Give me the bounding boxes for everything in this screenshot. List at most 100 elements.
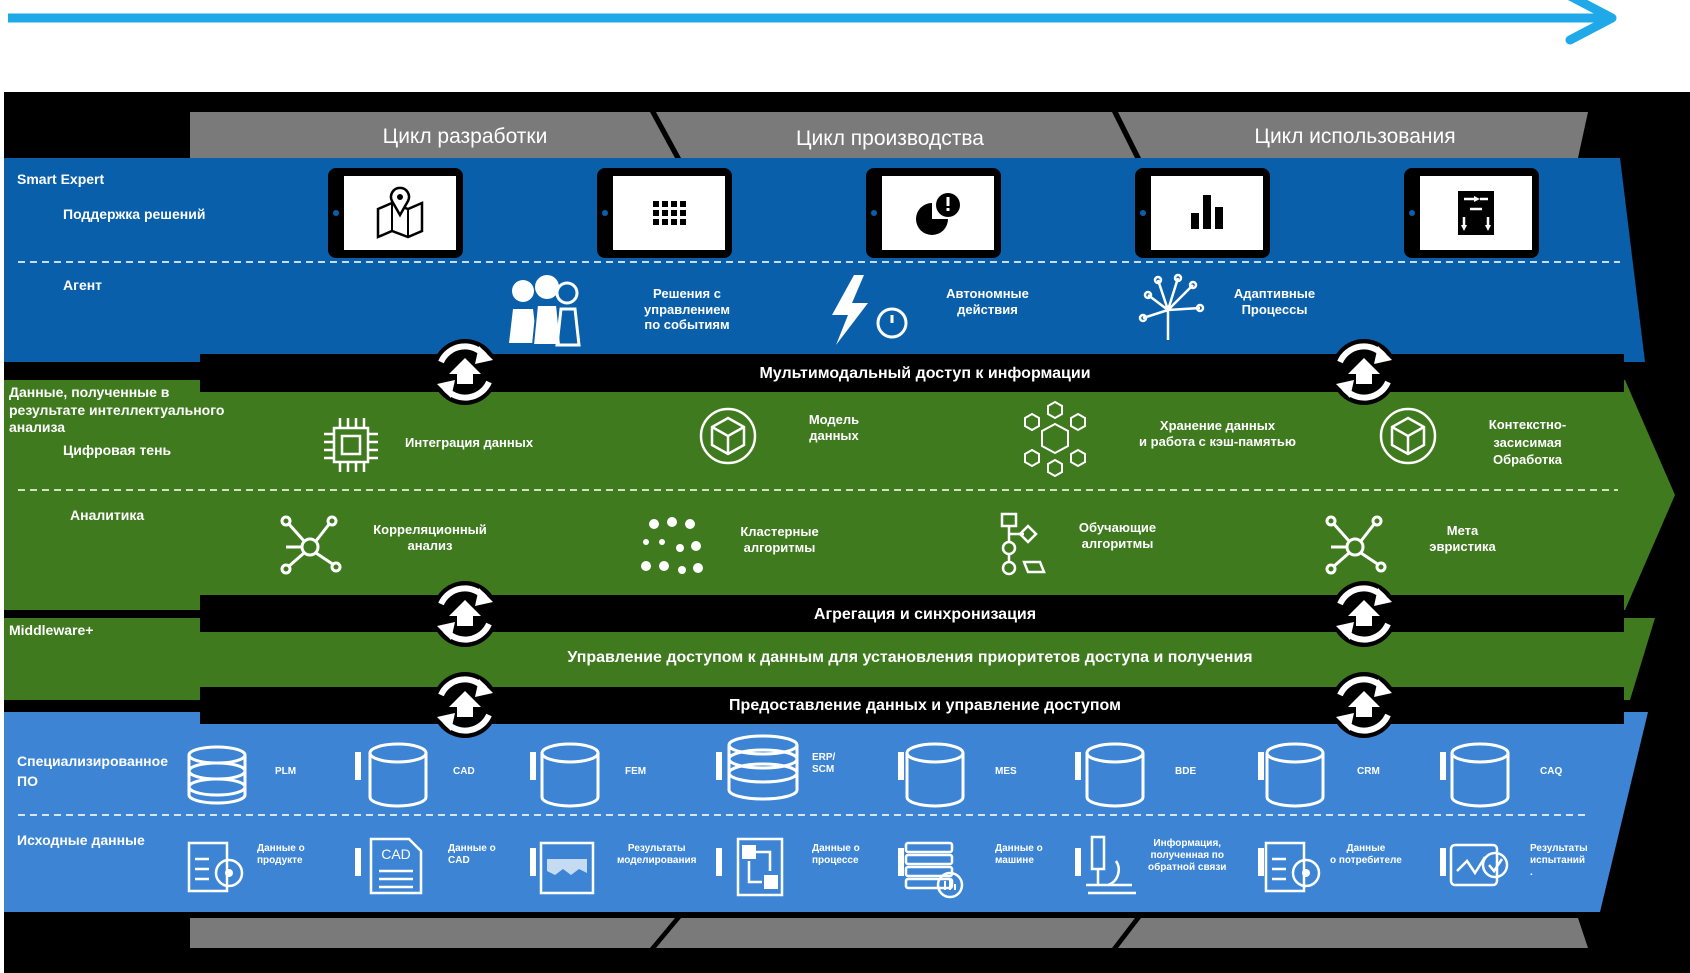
separator-bar [1075, 752, 1081, 780]
network-icon [280, 515, 342, 575]
agent-item-label-adaptive: Адаптивные Процессы [1233, 286, 1316, 317]
map-pin-icon [376, 186, 424, 239]
network-icon [1325, 515, 1387, 575]
intelligence-title: Данные, полученные в результате интеллек… [9, 384, 225, 435]
database-icon [1085, 742, 1145, 808]
phase-tab-usage [1118, 112, 1588, 158]
system-label: CAQ [1540, 766, 1563, 777]
phase-label-usage: Цикл использования [1254, 125, 1456, 148]
process-icon [736, 837, 784, 897]
source-data-label: Данные о продукте [257, 843, 305, 866]
test-results-icon [1449, 843, 1509, 887]
cube-network-icon [1024, 400, 1086, 478]
system-label: CAD [453, 766, 475, 777]
product-doc-icon [187, 841, 244, 893]
cube-icon [1379, 407, 1437, 465]
intelligence-item-label-context: Контекстно- засисимая Обработка [1488, 417, 1567, 468]
middleware-band [4, 618, 1655, 700]
chip-icon [324, 418, 378, 472]
cad-doc-icon: CAD [369, 837, 423, 895]
system-label: ERP/ SCM [812, 752, 836, 775]
intelligence-item-label-data-model: Модель данных [808, 412, 860, 443]
system-label: FEM [625, 766, 647, 777]
aggregation-bar-label: Агрегация и синхронизация [813, 606, 1037, 623]
system-label: CRM [1357, 766, 1380, 777]
source-data-label: Результаты моделирования [617, 843, 697, 866]
flow-blocks-icon [1458, 191, 1494, 235]
pie-alert-icon [916, 193, 960, 235]
flowchart-icon [1000, 512, 1046, 576]
smart-expert-band [4, 158, 1645, 362]
tablet-device [866, 168, 1001, 258]
source-data-label: Данные о машине [995, 843, 1043, 866]
specialized-title: Специализированное ПО [17, 753, 168, 789]
source-data-label: Данные о CAD [448, 843, 496, 866]
phase-label-production: Цикл производства [796, 127, 984, 150]
sync-cycle-icon [1331, 339, 1397, 405]
dots-cluster-icon [641, 517, 703, 574]
separator-bar [898, 752, 904, 780]
middleware-title: Middleware+ [9, 622, 94, 638]
source-data-label: Данные о потребителе [1330, 843, 1402, 866]
tablet-device [1404, 168, 1539, 258]
database-stack-icon [727, 734, 799, 801]
tablet-device [597, 168, 732, 258]
timeline-arrow [8, 0, 1617, 45]
analytics-label: Аналитика [70, 507, 145, 523]
phase-tab-production [656, 112, 1135, 158]
source-data-title: Исходные данные [17, 832, 145, 848]
server-icon [904, 841, 964, 899]
bottom-tab-1 [190, 918, 675, 948]
system-label: MES [995, 766, 1017, 777]
decision-support-label: Поддержка решений [63, 206, 206, 222]
separator-bar [1440, 848, 1446, 876]
database-icon [1265, 742, 1325, 808]
database-icon [368, 742, 428, 808]
source-data-label: Результаты испытаний . [1530, 843, 1588, 878]
separator-bar [1258, 848, 1264, 876]
phase-tab-development [190, 112, 675, 158]
intelligence-item-label-integration: Интеграция данных [405, 435, 534, 450]
bottom-tab-3 [1118, 918, 1588, 948]
database-icon [1450, 742, 1510, 808]
simulation-icon [539, 841, 595, 895]
brain-circuit-icon [1138, 273, 1205, 340]
sync-cycle-icon [432, 672, 498, 738]
tablet-device [328, 168, 463, 258]
intelligence-item-label-storage: Хранение данных и работа с кэш-памятью [1139, 418, 1296, 449]
intelligence-band [4, 380, 1675, 610]
analytics-item-label-meta: Мета эвристика [1429, 523, 1496, 554]
separator-bar [898, 848, 904, 876]
customer-doc-icon [1264, 841, 1321, 893]
smart-expert-title: Smart Expert [17, 171, 105, 187]
database-icon [905, 742, 965, 808]
middleware-text: Управление доступом к данным для установ… [567, 649, 1253, 666]
sync-cycle-icon [1331, 672, 1397, 738]
separator-bar [1440, 752, 1446, 780]
specialized-band [4, 712, 1648, 912]
analytics-item-label-learning: Обучающие алгоритмы [1078, 520, 1157, 551]
bottom-tab-2 [656, 918, 1135, 948]
svg-text:CAD: CAD [381, 846, 411, 862]
analytics-item-label-correlation: Корреляционный анализ [373, 522, 487, 553]
lightning-icon [832, 275, 908, 345]
agent-item-label-event-driven: Решения с управлением по событиям [644, 286, 730, 333]
analytics-item-label-cluster: Кластерные алгоритмы [740, 524, 819, 555]
separator-bar [530, 848, 536, 876]
sync-cycle-icon [432, 339, 498, 405]
sync-cycle-icon [1331, 581, 1397, 647]
grid-dots-icon [653, 201, 686, 225]
separator-bar [355, 752, 361, 780]
bar-chart-icon [1191, 195, 1223, 229]
source-data-label: Данные о процессе [812, 843, 860, 866]
separator-bar [716, 752, 722, 780]
database-stack-icon [187, 745, 247, 805]
provision-bar-label: Предоставление данных и управление досту… [729, 697, 1121, 714]
cube-icon [699, 407, 757, 465]
separator-bar [1075, 848, 1081, 876]
sync-cycle-icon [432, 581, 498, 647]
database-icon [540, 742, 600, 808]
multimodal-bar-label: Мультимодальный доступ к информации [759, 365, 1091, 382]
separator-bar [530, 752, 536, 780]
